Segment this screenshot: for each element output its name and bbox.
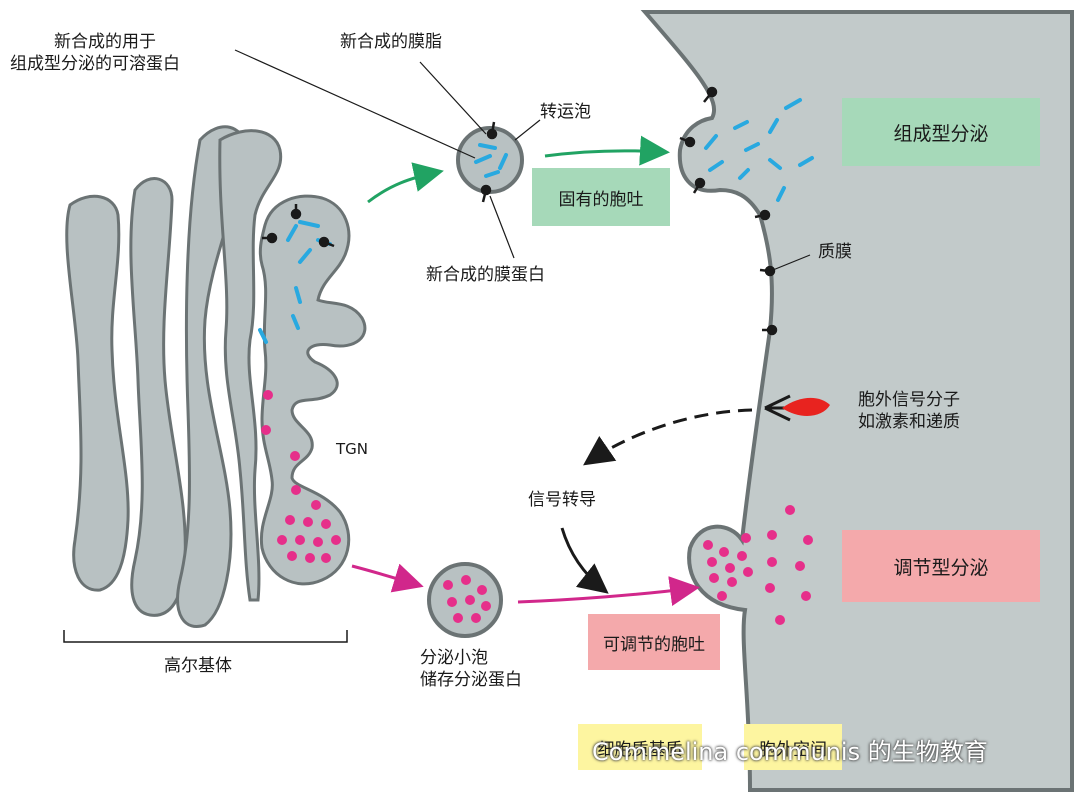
- arrow-signal: [583, 408, 753, 466]
- leader-lines: [234, 49, 811, 273]
- label-golgi: 高尔基体: [164, 656, 232, 676]
- secretory-proteins: [261, 390, 813, 625]
- trans-golgi-network: [258, 194, 367, 586]
- arrow-transport-to-membrane: [544, 135, 670, 166]
- membrane-proteins: [262, 86, 778, 336]
- label-signal-molecule-2: 如激素和递质: [858, 412, 960, 432]
- golgi-bracket: [63, 630, 348, 643]
- golgi-cisterna-1: [65, 194, 130, 592]
- label-membrane-lipid: 新合成的膜脂: [340, 32, 442, 52]
- box-constitutive-exocytosis: 固有的胞吐: [532, 168, 670, 226]
- label-signal-transduction: 信号转导: [528, 490, 596, 510]
- label-tgn: TGN: [336, 440, 369, 458]
- label-soluble-protein-1: 新合成的用于: [54, 32, 156, 52]
- label-transport-vesicle: 转运泡: [540, 102, 591, 122]
- arrow-secretory-to-membrane: [517, 576, 700, 606]
- watermark: Commelina communis 的生物教育: [592, 738, 988, 766]
- label-signal-molecule-1: 胞外信号分子: [858, 390, 960, 410]
- label-plasma-membrane: 质膜: [818, 242, 852, 262]
- golgi-cisterna-2: [129, 177, 187, 617]
- arrow-transduction: [560, 527, 609, 594]
- arrow-golgi-to-transport: [367, 162, 444, 204]
- label-membrane-protein: 新合成的膜蛋白: [426, 265, 545, 285]
- box-regulated-secretion: 调节型分泌: [842, 530, 1040, 602]
- signal-molecule: [782, 397, 830, 416]
- golgi-cisterna-4: [218, 129, 283, 602]
- label-soluble-protein-2: 组成型分泌的可溶蛋白: [10, 54, 180, 74]
- label-secretory-vesicle-2: 储存分泌蛋白: [420, 670, 522, 690]
- box-cytoplasm: 细胞质基质: [578, 724, 702, 770]
- arrow-golgi-to-secretory: [351, 563, 424, 593]
- box-extracellular: 胞外空间: [744, 724, 842, 770]
- box-regulated-exocytosis: 可调节的胞吐: [588, 614, 720, 670]
- label-secretory-vesicle-1: 分泌小泡: [420, 648, 488, 668]
- box-constitutive-secretion: 组成型分泌: [842, 98, 1040, 166]
